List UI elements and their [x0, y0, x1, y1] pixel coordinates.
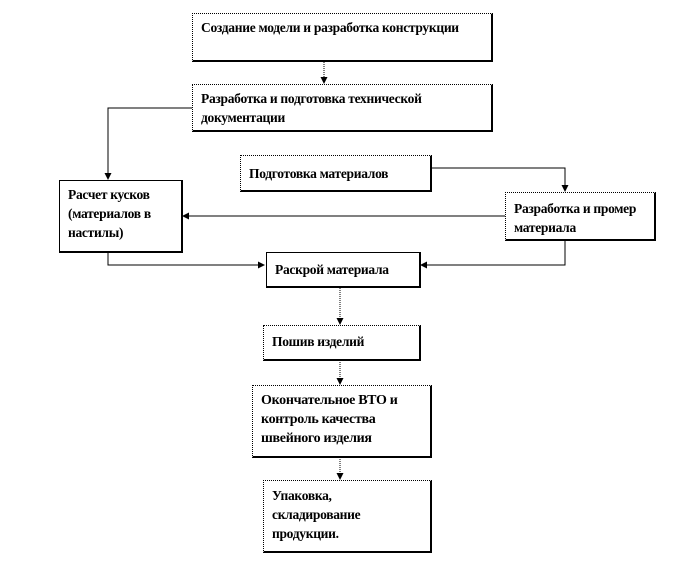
arrow-docs-to-calc — [104, 107, 194, 180]
node-technical-docs: Разработка и подготовка технической доку… — [192, 84, 493, 132]
arrow-measure-to-cutting — [420, 240, 566, 269]
node-final-quality: Окончательное ВТО и контроль качества шв… — [252, 385, 432, 458]
node-piece-calculation: Расчет кусков (материалов в настилы) — [59, 180, 183, 253]
node-sewing: Пошив изделий — [263, 325, 421, 361]
node-cutting: Раскрой материала — [266, 252, 421, 288]
arrow-calc-to-cutting — [107, 252, 265, 269]
arrow-materials-to-measure — [432, 167, 569, 192]
node-model-design: Создание модели и разработка конструкции — [192, 13, 493, 62]
node-material-measure: Разработка и промер материала — [505, 192, 656, 241]
node-materials-prep: Подготовка материалов — [240, 155, 432, 192]
node-packing: Упаковка, складирование продукции. — [263, 480, 432, 553]
